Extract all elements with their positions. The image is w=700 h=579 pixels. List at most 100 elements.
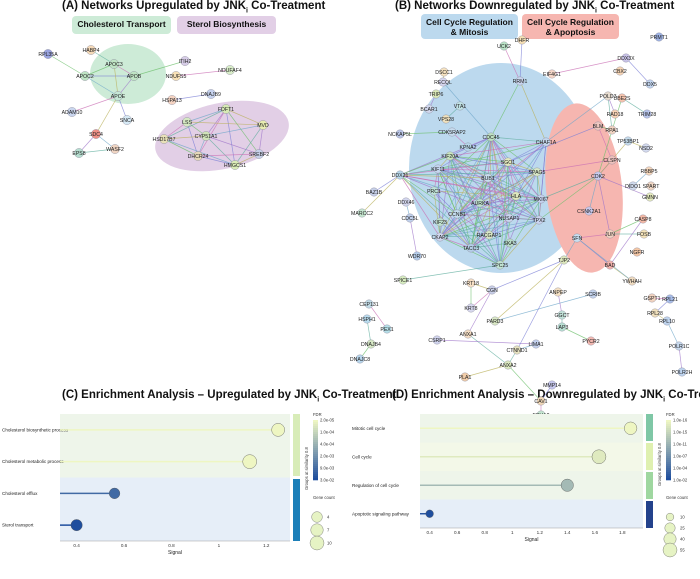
net-b-edge xyxy=(439,141,547,238)
net-b-node-ggct: GGCT xyxy=(555,310,570,320)
net-b-node-label: DNAJC8 xyxy=(350,357,370,363)
net-b-node-circle xyxy=(362,314,372,324)
net-b-node-kif11: KIF11 xyxy=(431,164,445,174)
chart-d-count-tick-label: 55 xyxy=(680,548,685,553)
net-a-node-label: APOB xyxy=(127,74,142,80)
net-a-node-label: EPS8 xyxy=(72,151,85,157)
net-b-node-gmnn: GMNN xyxy=(642,192,658,202)
net-b-edge xyxy=(536,159,613,173)
chart-d-count-tick-label: 25 xyxy=(680,526,685,531)
net-b-node-label: CSNK2A1 xyxy=(577,209,601,215)
net-a-node-snca: SNCA xyxy=(120,115,135,125)
net-b-node-mki67: MKI67 xyxy=(534,194,549,204)
net-b-node-cdk5rap2: CDK5RAP2 xyxy=(438,127,466,137)
net-b-node-ccnb1: CCNB1 xyxy=(448,209,466,219)
net-a-edge xyxy=(197,108,227,157)
net-b-node-label: KPNA2 xyxy=(459,145,476,151)
net-b-node-nckap5l: NCKAP5L xyxy=(388,129,412,139)
net-b-edge xyxy=(519,80,547,143)
net-a-edge xyxy=(205,135,236,166)
panel-d-title-text: (D) Enrichment Analysis – Downregulated … xyxy=(392,389,664,401)
net-b-node-circle xyxy=(435,232,445,242)
net-a-node-hspa13: HSPA13 xyxy=(162,95,182,105)
net-b-node-label: TRIM28 xyxy=(638,112,657,118)
net-a-node-cyp51a1: CYP51A1 xyxy=(195,131,217,141)
net-b-node-bcar1: BCAR1 xyxy=(420,104,438,114)
chart-c-count-tick-label: 10 xyxy=(327,541,332,546)
net-b-node-bad: BAD xyxy=(605,260,616,270)
net-b-edge xyxy=(399,174,510,219)
chart-c-fdr-bar-segment xyxy=(313,476,318,479)
panel-d-title: (D) Enrichment Analysis – Downregulated … xyxy=(392,389,700,403)
net-a-node-label: HSPA13 xyxy=(162,98,182,104)
net-a-edge xyxy=(205,108,227,137)
net-b-node-circle xyxy=(627,276,637,286)
net-b-node-spag5: SPAG5 xyxy=(529,167,546,177)
net-b-edge xyxy=(507,141,547,163)
chart-c-fdr-bar-segment xyxy=(313,468,318,471)
net-a-node-circle xyxy=(67,107,77,117)
net-b-edge xyxy=(588,175,599,212)
net-b-node-circle xyxy=(584,206,594,216)
net-b-node-label: YWHAH xyxy=(622,279,642,285)
net-b-node-circle xyxy=(405,213,415,223)
net-b-node-label: PARD3 xyxy=(487,319,504,325)
net-b-edge xyxy=(561,326,592,342)
net-b-edge xyxy=(470,247,501,266)
chart-d-fdr-tick-label: 1.0e-15 xyxy=(673,430,688,435)
net-a-node-fdft1: FDFT1 xyxy=(218,104,234,114)
net-b-node-circle xyxy=(466,278,476,288)
net-b-edge xyxy=(439,161,509,238)
net-b-node-circle xyxy=(487,285,497,295)
net-a-node-label: HABP4 xyxy=(82,48,99,54)
chart-d-category-label: Regulation of cell cycle xyxy=(352,483,399,488)
net-b-node-label: POLD3 xyxy=(599,94,616,100)
net-b-node-label: CDK5RAP2 xyxy=(438,130,466,136)
net-b-edge xyxy=(449,155,472,249)
chart-d-group-bar-3 xyxy=(646,472,653,499)
chart-d-fdr-bar-segment xyxy=(666,470,671,473)
net-b-node-label: KRT8 xyxy=(464,306,477,312)
net-b-node-circle xyxy=(536,396,546,406)
net-b-node-tjp2: TJP2 xyxy=(558,255,570,265)
net-b-node-circle xyxy=(511,191,521,201)
net-b-node-uck2: UCK2 xyxy=(497,41,511,51)
cluster-red-ellipse xyxy=(545,103,623,273)
net-b-edge xyxy=(507,161,542,200)
net-b-node-circle xyxy=(642,109,652,119)
net-b-node-label: RECQL xyxy=(434,80,452,86)
net-b-edge xyxy=(490,136,510,219)
net-b-node-circle xyxy=(559,255,569,265)
chart-d-fdr-bar-segment xyxy=(666,432,671,435)
net-b-node-cdk2: CDK2 xyxy=(591,171,605,181)
net-b-node-label: RPL10 xyxy=(659,319,675,325)
net-b-edge xyxy=(540,141,547,200)
net-b-node-circle xyxy=(632,247,642,257)
chart-d-category-label: Cell cycle xyxy=(352,454,372,459)
net-b-node-ckap2: CKAP2 xyxy=(431,232,449,242)
cluster-pill-apoptosis: Cell Cycle Regulation & Apoptosis xyxy=(522,14,619,39)
net-b-node-label: SPAG5 xyxy=(529,170,546,176)
net-b-node-dscc1: DSCC1 xyxy=(435,67,453,77)
net-a-node-dnajb9: DNAJB9 xyxy=(201,89,221,99)
net-b-edge xyxy=(456,213,510,219)
net-b-node-circle xyxy=(364,299,374,309)
net-b-node-circle xyxy=(484,230,494,240)
net-b-node-jun: JUN xyxy=(605,229,615,239)
net-a-node-label: SNCA xyxy=(120,118,135,124)
net-a-node-label: NDUFS5 xyxy=(166,74,187,80)
chart-d-fdr-tick-label: 1.0e-11 xyxy=(673,442,688,447)
net-b-node-label: RPL28 xyxy=(647,311,663,317)
net-b-edge xyxy=(515,171,538,197)
chart-d-fdr-bar-segment xyxy=(666,468,671,471)
net-b-node-circle xyxy=(677,367,687,377)
net-b-edge xyxy=(490,136,547,143)
chart-c-count-circle xyxy=(310,523,324,537)
net-b-node-sgo1: SGO1 xyxy=(501,157,515,167)
net-a-node-dhcr24: DHCR24 xyxy=(188,151,208,161)
net-b-edge xyxy=(409,217,418,257)
chart-c-fdr-tick-label: 9.0e-03 xyxy=(320,466,335,471)
net-a-edge xyxy=(186,121,264,126)
net-b-node-label: RPL21 xyxy=(662,297,678,303)
net-b-edge xyxy=(625,57,651,85)
